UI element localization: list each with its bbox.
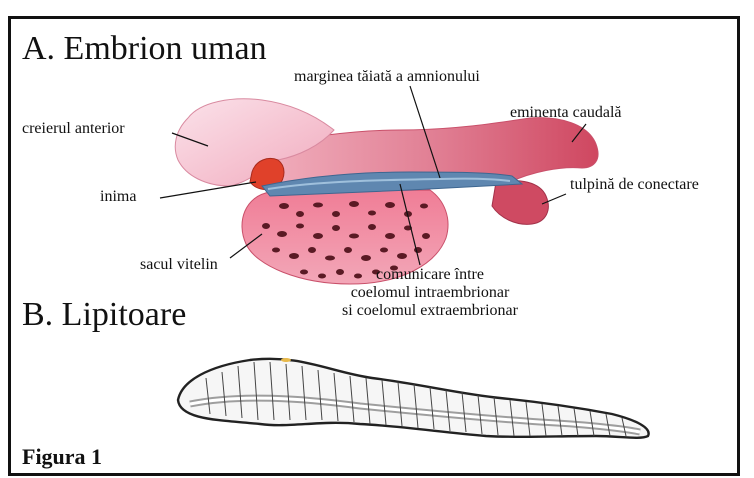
label-yolk-sac: sacul vitelin	[140, 256, 218, 274]
label-caudal-eminence: eminenta caudală	[510, 104, 622, 122]
figure-caption: Figura 1	[22, 444, 102, 470]
label-forebrain: creierul anterior	[22, 120, 125, 138]
title-leech: B. Lipitoare	[22, 296, 186, 334]
label-heart: inima	[100, 188, 136, 206]
label-coelom-line-1: comunicare între	[290, 266, 570, 284]
leech-illustration	[178, 358, 649, 438]
label-connecting-stalk: tulpină de conectare	[570, 176, 699, 194]
label-amnion-edge: marginea tăiată a amnionului	[294, 68, 480, 86]
label-coelom-communication: comunicare între coelomul intraembrionar…	[290, 266, 570, 320]
leech-sucker-spot	[281, 358, 291, 362]
label-coelom-line-3: si coelomul extraembrionar	[290, 302, 570, 320]
embryo-illustration	[175, 99, 598, 284]
connecting-stalk	[492, 181, 548, 225]
label-coelom-line-2: coelomul intraembrionar	[290, 284, 570, 302]
title-embryo: A. Embrion uman	[22, 30, 267, 68]
